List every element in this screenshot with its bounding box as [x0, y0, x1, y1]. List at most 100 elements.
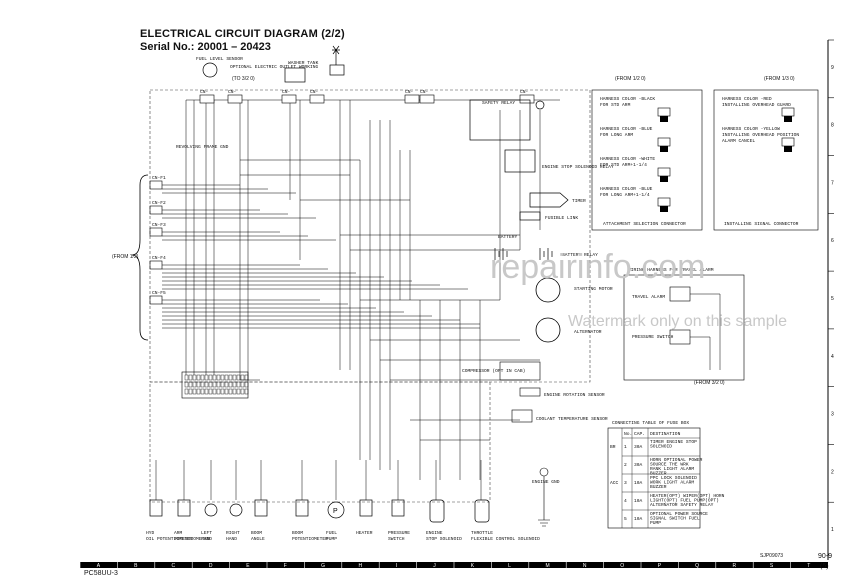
- component-label-2: HAND: [201, 536, 212, 542]
- left-connector-label: CN-F1: [152, 175, 166, 181]
- page-sub: (5): [820, 563, 829, 570]
- left-connector-label: CN-F2: [152, 200, 166, 206]
- travel-alarm-box: [623, 274, 745, 381]
- compressor-label: COMPRESSOR (OPT IN CAB): [462, 368, 525, 374]
- scale-letter: O: [620, 563, 624, 569]
- scale-letter: F: [284, 563, 287, 569]
- timer-label: TIMER: [572, 198, 586, 204]
- top-connector: [199, 94, 215, 104]
- top-connector: [404, 94, 420, 104]
- left-connector-label: CN-F4: [152, 255, 166, 261]
- engine-stop-relay-box: [504, 149, 536, 173]
- fuse-destination: WORK LIGHT ALARM: [650, 480, 694, 486]
- coolant-sensor-icon: [511, 409, 533, 423]
- top-connector: [419, 94, 435, 104]
- starting-motor-label: STARTING MOTOR: [574, 286, 613, 292]
- component-label-2: STOP SOLENOID: [426, 536, 462, 542]
- model-code: PC58UU-3: [84, 570, 118, 577]
- starting-motor-icon: [535, 277, 561, 303]
- scale-number: 2: [831, 469, 834, 475]
- scale-letter: K: [471, 563, 475, 569]
- safety-relay-box: [469, 99, 531, 141]
- watermark-sub: Watermark only on this sample: [568, 313, 787, 330]
- scale-letter: M: [546, 563, 550, 569]
- scale-number: 1: [831, 527, 834, 533]
- top-connector-label: CN-: [405, 89, 413, 95]
- fuse-cell: 5: [624, 516, 627, 522]
- component-label-2: POTENTIOMETER: [292, 536, 328, 542]
- top-connector: [519, 94, 535, 104]
- component-label-2: SWITCH: [388, 536, 405, 542]
- left-connector-label: CN-F3: [152, 222, 166, 228]
- attachment-selection-label: ATTACHMENT SELECTION CONNECTOR: [603, 221, 686, 227]
- installing-signal-box: [713, 89, 819, 231]
- scale-letter: I: [396, 563, 397, 569]
- scale-letter: C: [172, 563, 176, 569]
- scale-number: 9: [831, 65, 834, 71]
- component-label: THROTTLE: [471, 530, 493, 536]
- scale-number: 3: [831, 412, 834, 418]
- fuse-destination: PPC LOCK SOLENOID: [650, 475, 697, 481]
- fuel-level-sensor-label: FUEL LEVEL SENSOR: [196, 56, 243, 62]
- scale-letter: H: [359, 563, 363, 569]
- fuse-cell: 30A: [634, 462, 643, 468]
- from-1-2-a-label: (FROM 1/2 0): [615, 76, 646, 82]
- fuse-table-title: CONNECTING TABLE OF FUSE BOX: [612, 420, 689, 426]
- harness-label: FOR STD ARM: [600, 102, 631, 108]
- fuse-cell: ACC: [610, 480, 619, 486]
- to-3-2-label: (TO 3/2 0): [232, 76, 255, 82]
- battery-relay-label: BATTERY RELAY: [562, 252, 598, 258]
- fuse-cell: 10A: [634, 516, 643, 522]
- scale-letter: T: [807, 563, 810, 569]
- scale-letter: S: [770, 563, 774, 569]
- component-label: HEATER: [356, 530, 373, 536]
- top-connector-label: CN-: [228, 89, 236, 95]
- svg-text:P: P: [333, 508, 338, 515]
- alternator-label: ALTERNATOR: [574, 329, 602, 335]
- fuse-header: DESTINATION: [650, 431, 681, 437]
- fuse-cell: BR: [610, 444, 616, 450]
- harness-label: FOR STD ARM+1-1/4: [600, 162, 647, 168]
- scale-letter: A: [97, 563, 101, 569]
- rotation-sensor-icon: [519, 387, 541, 397]
- travel-alarm-wiring-label: WIRING HARNESS FOR TRAVEL ALARM: [628, 267, 714, 273]
- harness-label: HARNESS COLOR -BLUE: [600, 186, 653, 192]
- top-connector-label: CN-: [200, 89, 208, 95]
- component-label: RIGHT: [226, 530, 240, 536]
- drawing-code: SJP09073: [760, 553, 784, 559]
- scale-letter: B: [134, 563, 138, 569]
- vertical-trunks: [185, 100, 541, 480]
- serial-number: Serial No.: 20001 – 20423: [140, 41, 271, 53]
- scale-letter: D: [209, 563, 213, 569]
- harness-label: HARNESS COLOR -YELLOW: [722, 126, 780, 132]
- fuse-header: CAP.: [634, 431, 645, 437]
- harness-label: HARNESS COLOR -RED: [722, 96, 772, 102]
- fuse-destination: RANK LIGHT ALARM: [650, 466, 694, 472]
- component-label-2: OIL POTENTIOMETER: [146, 536, 193, 542]
- fuse-cell: 30A: [634, 444, 643, 450]
- scale-letter: E: [246, 563, 250, 569]
- fuse-cell: 10A: [634, 480, 643, 486]
- top-connector: [281, 94, 297, 104]
- harness-label: FOR LONG ARM+1-1/4: [600, 192, 650, 198]
- pressure-switch-label: PRESSURE SWITCH: [632, 334, 674, 340]
- page-number: 90-9: [818, 553, 833, 560]
- fuse-destination: BUZZER: [650, 484, 667, 490]
- fuel-level-sensor-icon: [202, 62, 218, 78]
- component-label: FUEL: [326, 530, 337, 536]
- fuse-cell: 2: [624, 462, 627, 468]
- fuse-destination: ALTERNATOR SAFETY RELAY: [650, 502, 714, 508]
- scale-letter: N: [583, 563, 587, 569]
- safety-relay-label: SAFETY RELAY: [482, 100, 515, 106]
- compressor-box: [499, 361, 541, 381]
- rotation-sensor-label: ENGINE ROTATION SENSOR: [544, 392, 605, 398]
- fuse-destination: SIGNAL SWITCH FUEL: [650, 516, 700, 522]
- component-label-2: FLEXIBLE CONTROL SOLENOID: [471, 536, 540, 542]
- left-connector: [149, 227, 163, 237]
- component-label: ARM: [174, 530, 183, 536]
